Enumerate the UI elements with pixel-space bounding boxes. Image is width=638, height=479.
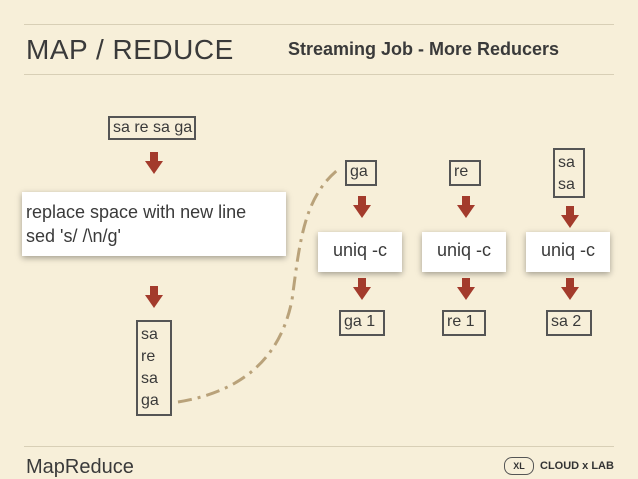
footer-label: MapReduce [26, 456, 134, 478]
mapper-output-box: sa re sa ga [136, 320, 172, 416]
input-box: sa re sa ga [108, 116, 196, 140]
list-item: sa [141, 370, 158, 387]
list-item: sa [141, 326, 158, 343]
logo-badge-icon: XL [504, 457, 534, 475]
down-arrow-icon [457, 196, 475, 218]
mapper-description: replace space with new line [26, 202, 247, 222]
reducer-1-card: uniq -c [318, 232, 402, 272]
title-rule [24, 74, 614, 75]
list-item: sa [558, 176, 575, 193]
reducer-3-output: sa 2 [546, 310, 592, 336]
reducer-1-output: ga 1 [339, 310, 385, 336]
down-arrow-icon [145, 152, 163, 174]
down-arrow-icon [353, 278, 371, 300]
down-arrow-icon [561, 278, 579, 300]
down-arrow-icon [353, 196, 371, 218]
list-item: sa [558, 154, 575, 171]
mapper-command: sed 's/ /\n/g' [26, 226, 121, 246]
cloudxlab-logo: XL CLOUD x LAB [504, 456, 614, 476]
page-subtitle: Streaming Job - More Reducers [288, 39, 560, 59]
down-arrow-icon [145, 286, 163, 308]
list-item: ga [141, 392, 159, 409]
footer-rule [24, 446, 614, 447]
list-item: re [141, 348, 156, 365]
page-title: MAP / REDUCE [26, 34, 234, 65]
mapper-card: replace space with new line sed 's/ /\n/… [22, 192, 286, 256]
top-rule [24, 24, 614, 25]
reducer-1-input: ga [345, 160, 377, 186]
reducer-2-output: re 1 [442, 310, 486, 336]
reducer-3-input: sa sa [553, 148, 585, 198]
logo-text: CLOUD x LAB [540, 460, 614, 472]
reducer-2-card: uniq -c [422, 232, 506, 272]
down-arrow-icon [457, 278, 475, 300]
reducer-3-card: uniq -c [526, 232, 610, 272]
down-arrow-icon [561, 206, 579, 228]
reducer-2-input: re [449, 160, 481, 186]
